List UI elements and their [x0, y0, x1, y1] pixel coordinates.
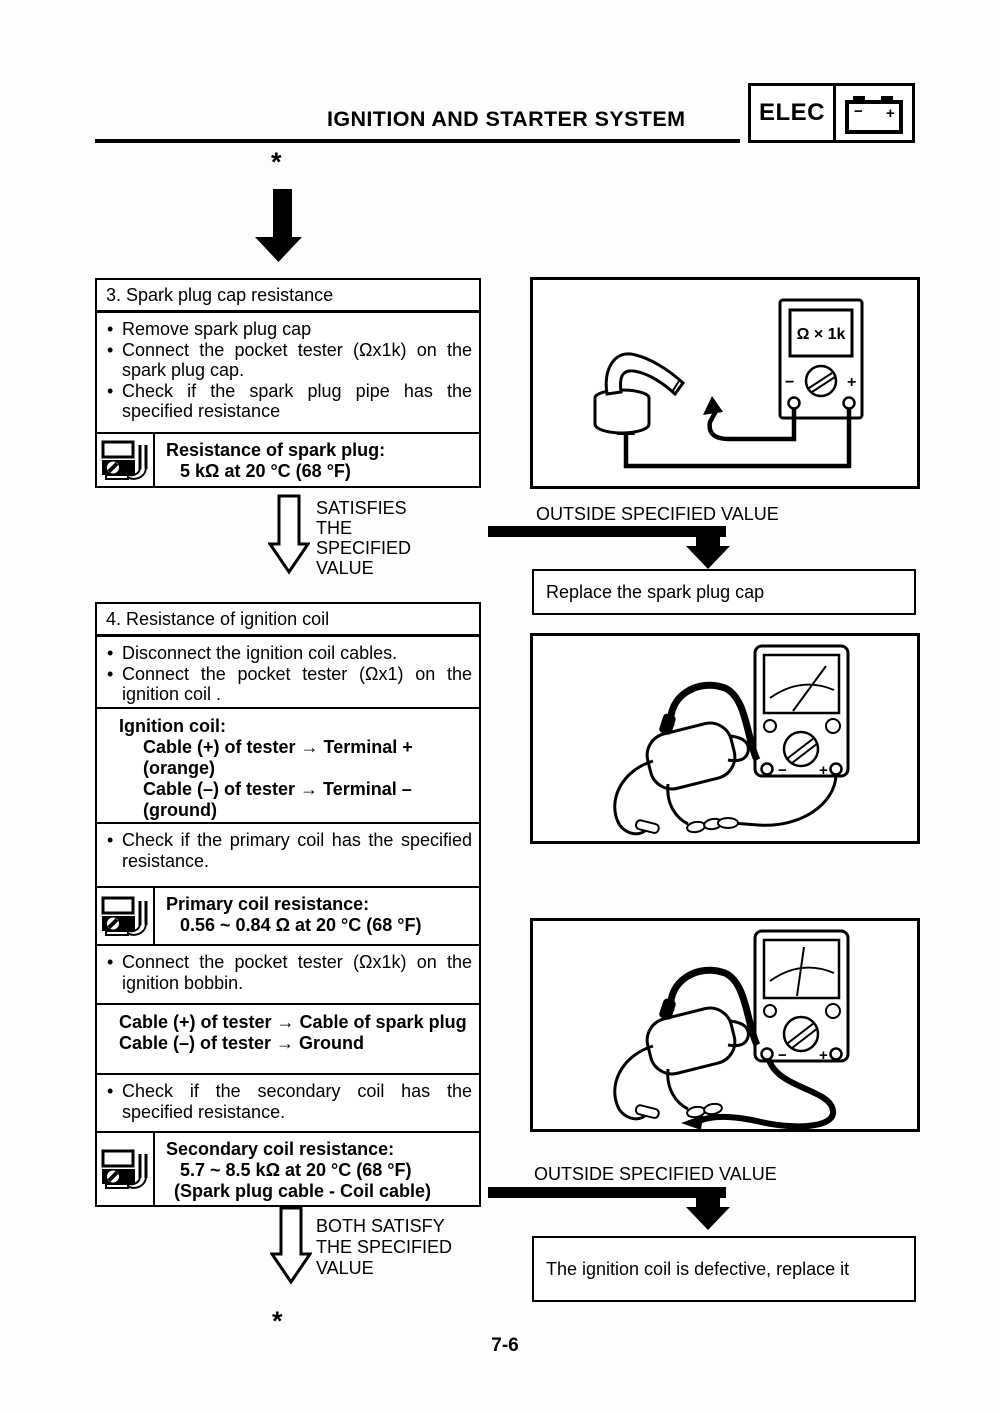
- flow-down-arrow-hollow: [270, 1206, 312, 1285]
- header-rule: [95, 139, 740, 143]
- svg-text:−: −: [854, 103, 863, 120]
- step3-title: 3. Spark plug cap resistance: [97, 280, 479, 313]
- elec-badge: ELEC − +: [748, 83, 915, 143]
- spec-value: 5.7 ~ 8.5 kΩ at 20 °C (68 °F): [180, 1160, 412, 1180]
- spec-note: (Spark plug cable - Coil cable): [174, 1181, 432, 1201]
- spec-title: Primary coil resistance:: [166, 894, 370, 914]
- step3-box: 3. Spark plug cap resistance •Remove spa…: [95, 278, 481, 488]
- elec-label: ELEC: [751, 86, 836, 140]
- step4-bullets-a: •Disconnect the ignition coil cables. •C…: [97, 637, 479, 709]
- step4-bullet-bobbin: •Connect the pocket tester (Ωx1k) on the…: [97, 946, 479, 1005]
- spec-value: 0.56 ~ 0.84 Ω at 20 °C (68 °F): [180, 915, 422, 935]
- step3-bullets: •Remove spark plug cap •Connect the pock…: [97, 313, 479, 432]
- page-number: 7-6: [491, 1335, 519, 1356]
- diagram-spark-plug-cap-tester: Ω × 1k − +: [530, 277, 920, 489]
- flow-right-down-arrow: [488, 526, 730, 569]
- step3-spec: Resistance of spark plug: 5 kΩ at 20 °C …: [155, 434, 479, 486]
- step4-coil-mapping: Ignition coil: Cable (+) of tester → Ter…: [97, 709, 479, 824]
- flow-down-arrow-hollow: [268, 494, 310, 575]
- flow-down-arrow-solid: [255, 189, 302, 262]
- primary-spec-row: Primary coil resistance: 0.56 ~ 0.84 Ω a…: [97, 888, 479, 946]
- spec-title: Resistance of spark plug:: [166, 440, 386, 460]
- step4-bullet-primary: •Check if the primary coil has the speci…: [97, 824, 479, 888]
- step4-title: 4. Resistance of ignition coil: [97, 604, 479, 637]
- diagram-ignition-coil-primary: − +: [530, 633, 920, 844]
- branch2-yes-label: BOTH SATISFY THE SPECIFIED VALUE: [316, 1216, 453, 1278]
- diagram-ignition-coil-secondary: − +: [530, 918, 920, 1132]
- spec-title: Secondary coil resistance:: [166, 1139, 395, 1159]
- list-item: •Connect the pocket tester (Ωx1k) on the…: [107, 952, 472, 993]
- list-item: •Remove spark plug cap: [107, 319, 312, 339]
- flow-right-down-arrow: [488, 1187, 730, 1230]
- svg-text:+: +: [819, 762, 828, 779]
- list-item: •Connect the pocket tester (Ωx1) on the …: [107, 663, 472, 705]
- pocket-tester-icon: [97, 434, 155, 486]
- continuation-asterisk-top: *: [271, 147, 282, 177]
- page-title: IGNITION AND STARTER SYSTEM: [327, 107, 686, 131]
- step4-bullet-secondary: •Check if the secondary coil has the spe…: [97, 1075, 479, 1133]
- step4-secondary-mapping: Cable (+) of tester → Cable of spark plu…: [97, 1005, 479, 1075]
- branch1-yes-label: SATISFIES THE SPECIFIED VALUE: [316, 498, 412, 578]
- list-item: •Disconnect the ignition coil cables.: [107, 643, 398, 663]
- svg-text:−: −: [778, 762, 787, 779]
- svg-text:+: +: [847, 374, 856, 391]
- secondary-spec: Secondary coil resistance: 5.7 ~ 8.5 kΩ …: [155, 1133, 479, 1205]
- branch2-action-box: The ignition coil is defective, replace …: [532, 1236, 916, 1302]
- step3-spec-row: Resistance of spark plug: 5 kΩ at 20 °C …: [97, 432, 479, 486]
- svg-text:+: +: [886, 105, 895, 122]
- battery-icon: − +: [836, 86, 912, 140]
- primary-spec: Primary coil resistance: 0.56 ~ 0.84 Ω a…: [155, 888, 479, 944]
- svg-text:Ω × 1k: Ω × 1k: [797, 326, 846, 343]
- continuation-asterisk-bottom: *: [272, 1306, 283, 1336]
- svg-text:−: −: [785, 374, 794, 391]
- spec-value: 5 kΩ at 20 °C (68 °F): [180, 461, 351, 481]
- list-item: •Connect the pocket tester (Ωx1k) on the…: [107, 339, 472, 381]
- svg-text:−: −: [778, 1047, 787, 1064]
- branch1-action-box: Replace the spark plug cap: [532, 569, 916, 615]
- secondary-spec-row: Secondary coil resistance: 5.7 ~ 8.5 kΩ …: [97, 1133, 479, 1205]
- list-item: •Check if the secondary coil has the spe…: [107, 1081, 472, 1122]
- list-item: •Check if the primary coil has the speci…: [107, 830, 472, 871]
- pocket-tester-icon: [97, 888, 155, 944]
- step4-box: 4. Resistance of ignition coil •Disconne…: [95, 602, 481, 1207]
- list-item: •Check if the spark plug pipe has the sp…: [107, 380, 472, 422]
- svg-text:+: +: [819, 1047, 828, 1064]
- branch1-no-label: OUTSIDE SPECIFIED VALUE: [536, 504, 779, 524]
- pocket-tester-icon: [97, 1133, 155, 1205]
- branch2-no-label: OUTSIDE SPECIFIED VALUE: [534, 1164, 777, 1184]
